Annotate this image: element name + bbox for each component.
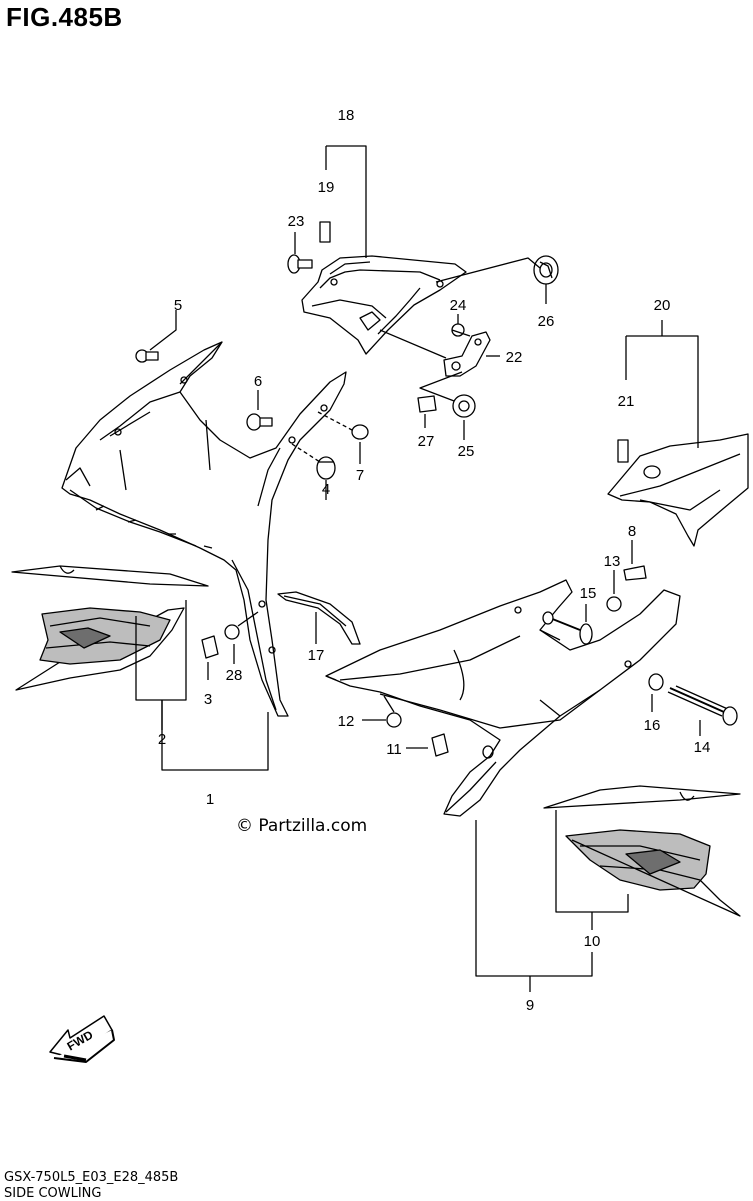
upper-cowl-bracket — [301, 255, 467, 355]
callout-19: 19 — [318, 179, 335, 196]
callout-24: 24 — [450, 297, 467, 314]
screw-6 — [246, 413, 273, 431]
callout-10: 10 — [584, 933, 601, 950]
callout-13: 13 — [604, 553, 621, 570]
callout-16: 16 — [644, 717, 661, 734]
spacer-15 — [542, 611, 593, 645]
callout-12: 12 — [338, 713, 355, 730]
callout-15: 15 — [580, 585, 597, 602]
grommet-4 — [316, 456, 336, 480]
callout-labels: 1 2 3 4 5 6 7 8 9 10 11 12 13 14 15 16 1… — [65, 107, 711, 1053]
callout-9: 9 — [526, 997, 534, 1014]
screw-5 — [135, 349, 159, 363]
bracket-22 — [443, 331, 491, 377]
right-decal-lower — [565, 829, 741, 917]
screw-12 — [383, 695, 402, 728]
section-name: SIDE COWLING — [4, 1186, 102, 1201]
grommet-26 — [533, 255, 559, 285]
label-8 — [623, 565, 647, 581]
bolt-23 — [287, 254, 313, 274]
callout-20: 20 — [654, 297, 671, 314]
block-11 — [431, 733, 449, 757]
left-decal-lower — [15, 607, 185, 691]
callout-6: 6 — [254, 373, 262, 390]
callout-8: 8 — [628, 523, 636, 540]
clip-27 — [417, 395, 437, 413]
model-code: GSX-750L5_E03_E28_485B — [4, 1170, 179, 1185]
callout-4: 4 — [322, 481, 330, 498]
side-panel-20 — [607, 433, 749, 547]
right-side-cowl — [325, 579, 681, 817]
left-decal-upper — [11, 565, 209, 587]
callout-1: 1 — [206, 791, 214, 808]
callout-27: 27 — [418, 433, 435, 450]
callout-26: 26 — [538, 313, 555, 330]
callout-3: 3 — [204, 691, 212, 708]
clip-7 — [351, 424, 369, 440]
callout-28: 28 — [226, 667, 243, 684]
callout-22: 22 — [506, 349, 523, 366]
trim-strip-17 — [277, 591, 361, 645]
callout-14: 14 — [694, 739, 711, 756]
callout-25: 25 — [458, 443, 475, 460]
grommet-13 — [606, 596, 622, 612]
callout-23: 23 — [288, 213, 305, 230]
left-side-cowl — [61, 341, 347, 717]
callout-21: 21 — [618, 393, 635, 410]
right-decal-upper — [543, 785, 741, 809]
nut-25 — [452, 394, 476, 418]
watermark: © Partzilla.com — [236, 816, 368, 836]
callout-5: 5 — [174, 297, 182, 314]
callout-2: 2 — [158, 731, 166, 748]
block-3 — [201, 635, 219, 659]
label-decal-19 — [319, 221, 331, 243]
callout-18: 18 — [338, 107, 355, 124]
figure-title: FIG.485B — [6, 2, 123, 32]
screw-24 — [451, 323, 471, 337]
callout-17: 17 — [308, 647, 325, 664]
screw-28 — [224, 611, 259, 640]
bolt-14 — [667, 685, 738, 726]
grommet-16 — [648, 673, 664, 691]
label-decal-21 — [617, 439, 629, 463]
callout-7: 7 — [356, 467, 364, 484]
callout-11: 11 — [386, 741, 402, 758]
